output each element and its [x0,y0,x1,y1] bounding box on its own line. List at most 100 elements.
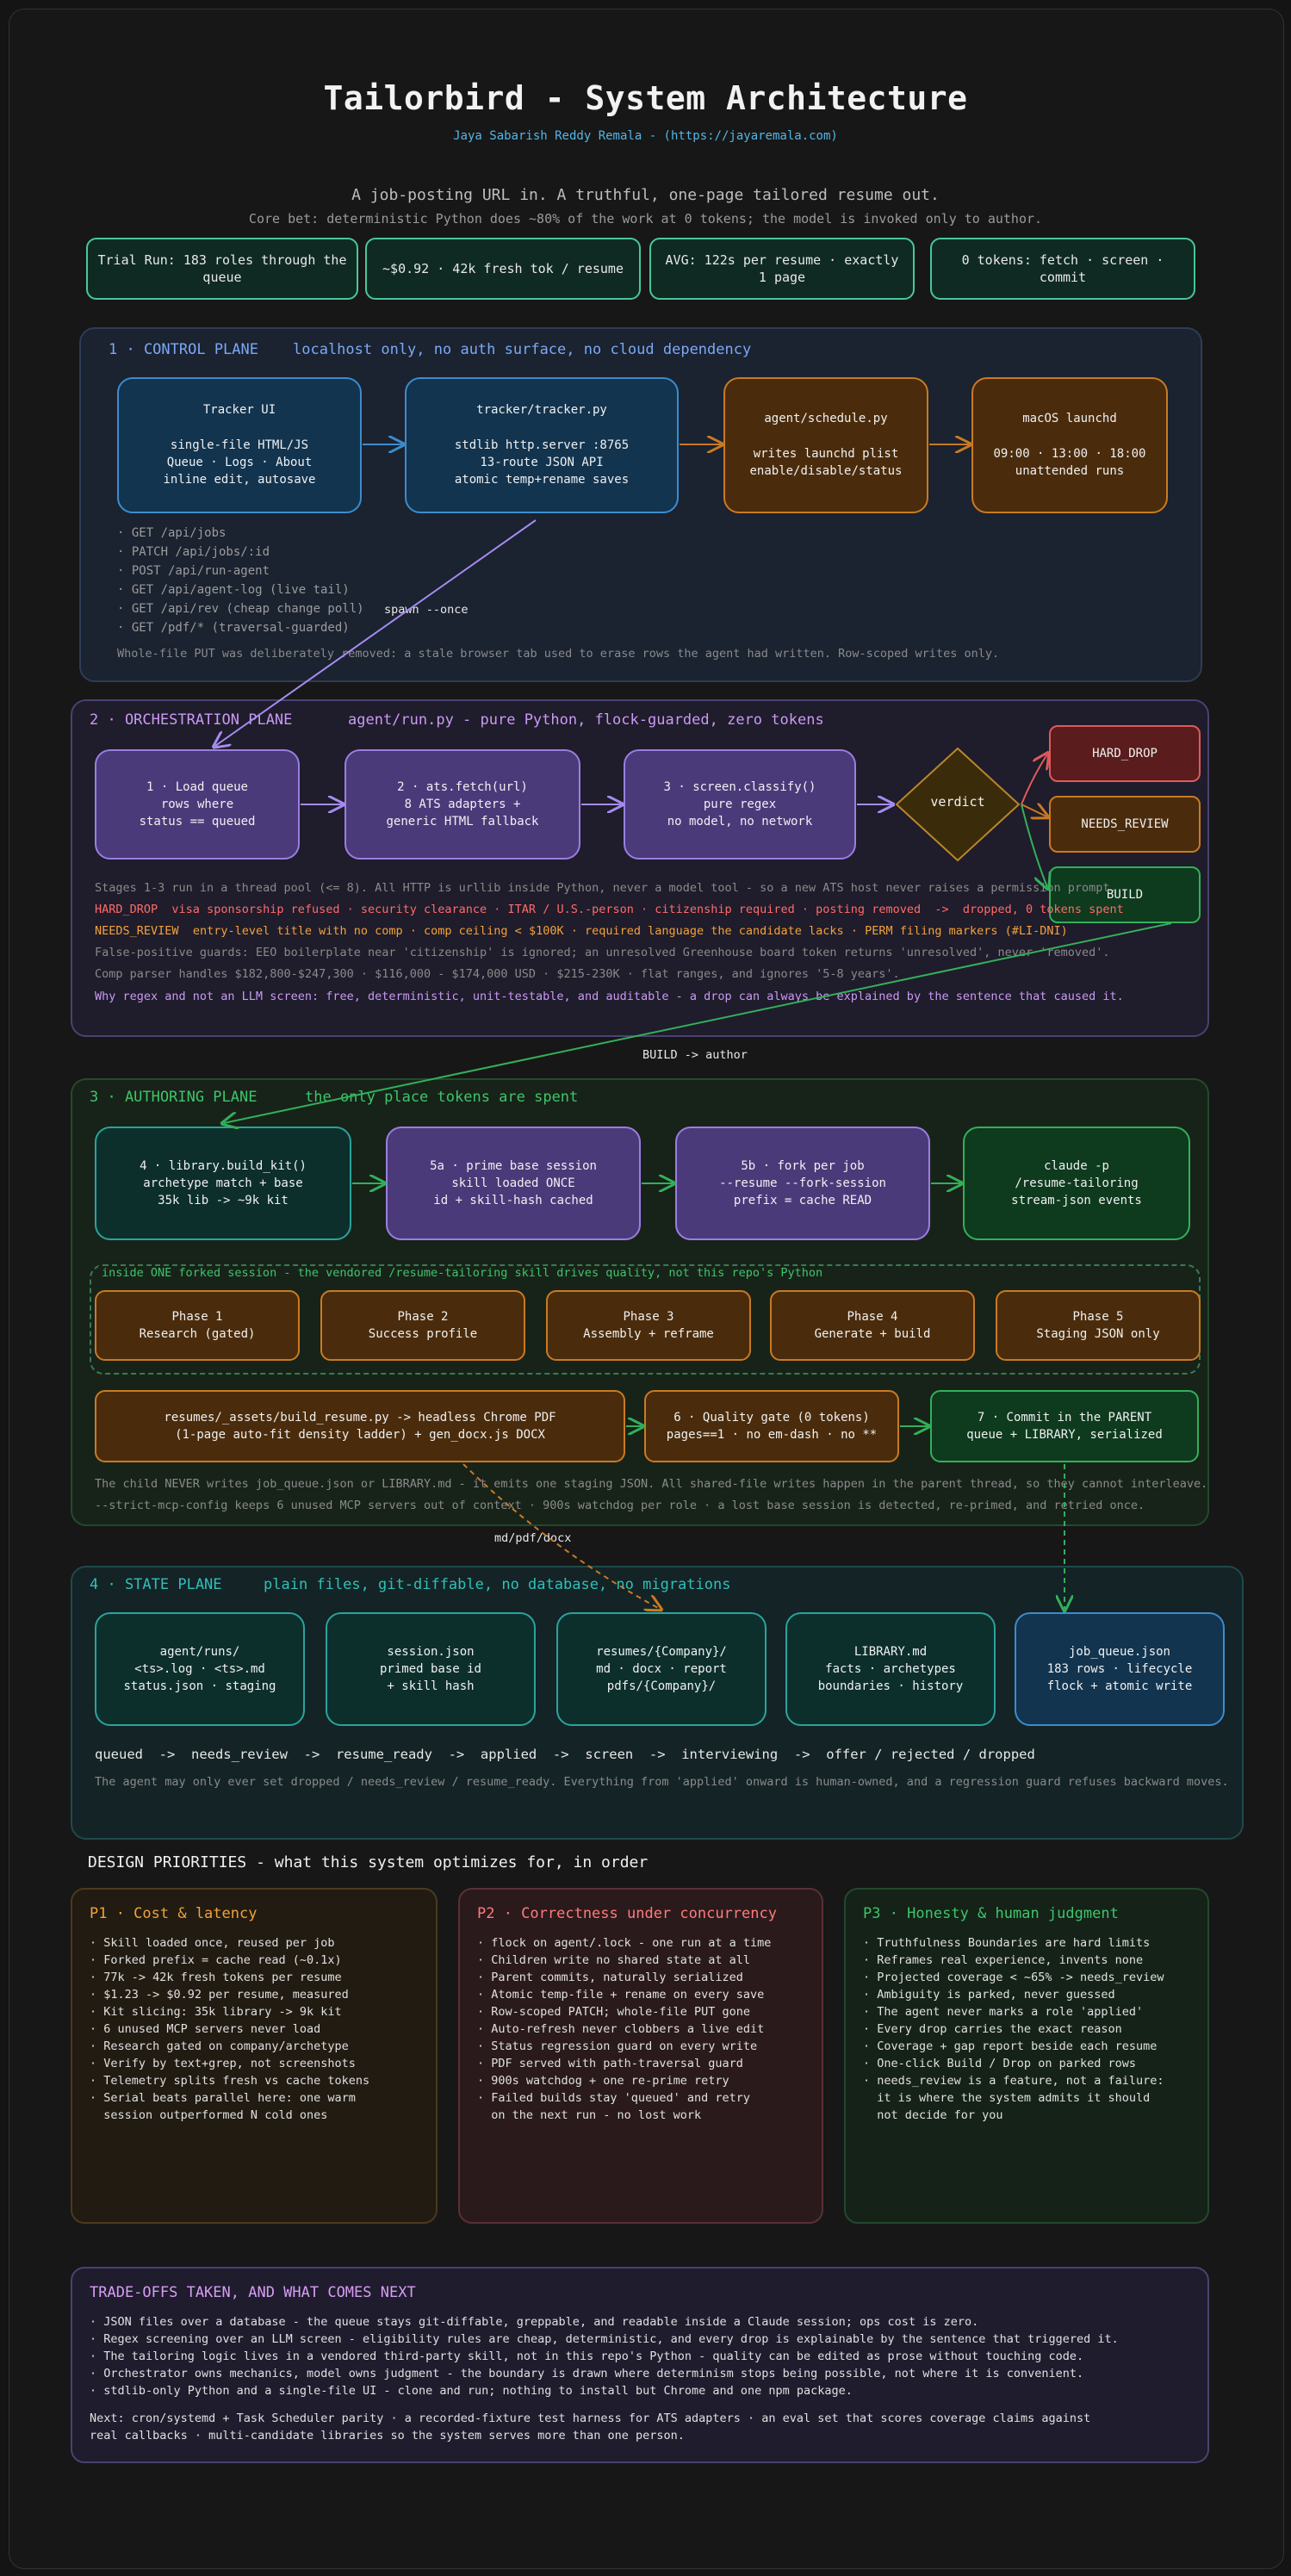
node-line: inline edit, autosave [163,473,316,487]
phase-sub: Success profile [368,1327,478,1341]
node-line: LIBRARY.md [853,1644,928,1659]
api-route: · GET /api/jobs [117,526,227,540]
list-item: · Verify by text+grep, not screenshots [90,2057,356,2070]
hard-drop-note: HARD_DROP visa sponsorship refused · sec… [95,900,1124,919]
api-route: · GET /api/rev (cheap change poll) [117,602,364,616]
design-priorities-heading: DESIGN PRIORITIES - what this system opt… [88,1853,649,1871]
phase-2-node: Phase 2 Success profile [320,1290,525,1361]
next-steps-line: Next: cron/systemd + Task Scheduler pari… [90,2412,1091,2425]
thread-pool-note: Stages 1-3 run in a thread pool (<= 8). … [95,881,1117,895]
list-item: · Forked prefix = cache read (~0.1x) [90,1953,342,1967]
state-plane-heading: 4 · STATE PLANE [90,1576,222,1593]
resumes-folder-node: resumes/{Company}/ md · docx · report pd… [556,1612,767,1726]
author-link[interactable]: Jaya Sabarish Reddy Remala - (https://ja… [453,129,838,143]
list-item: · Parent commits, naturally serialized [477,1971,743,1984]
node-line: 6 · Quality gate (0 tokens) [673,1410,870,1425]
core-bet: Core bet: deterministic Python does ~80%… [248,211,1043,227]
build-kit-node: 4 · library.build_kit() archetype match … [95,1127,351,1240]
list-item: · Row-scoped PATCH; whole-file PUT gone [477,2005,750,2019]
false-positive-note: False-positive guards: EEO boilerplate n… [95,946,1110,959]
stat-trial-run: Trial Run: 183 roles through the queue [86,238,358,300]
authoring-plane-heading: 3 · AUTHORING PLANE [90,1089,258,1106]
node-line: md · docx · report [596,1661,727,1676]
needs-review-outcome: NEEDS_REVIEW [1049,796,1201,853]
list-item: · Failed builds stay 'queued' and retry [477,2091,750,2105]
needs-review-note: NEEDS_REVIEW entry-level title with no c… [95,922,1068,940]
node-line: + skill hash [387,1679,475,1694]
orchestration-plane-heading: 2 · ORCHESTRATION PLANE [90,711,293,729]
api-route: · POST /api/run-agent [117,564,270,578]
priority-p3-list: · Truthfulness Boundaries are hard limit… [863,1934,1190,2124]
list-item: · Telemetry splits fresh vs cache tokens [90,2074,370,2088]
api-route: · GET /api/agent-log (live tail) [117,583,350,597]
session-json-node: session.json primed base id + skill hash [326,1612,536,1726]
arrow-verdict-needs-review [1021,804,1046,816]
node-title: 4 · library.build_kit() [140,1158,307,1173]
state-plane-note: The agent may only ever set dropped / ne… [95,1775,1229,1789]
tradeoff-item: · JSON files over a database - the queue… [90,2315,979,2329]
node-title: macOS launchd [1022,412,1117,426]
claude-p-node: claude -p /resume-tailoring stream-json … [963,1127,1190,1240]
hard-drop-text: visa sponsorship refused · security clea… [171,903,1124,916]
lifecycle-line: queued -> needs_review -> resume_ready -… [95,1747,1035,1762]
list-item: · Status regression guard on every write [477,2039,758,2053]
job-queue-node: job_queue.json 183 rows · lifecycle floc… [1015,1612,1225,1726]
stat-zero-tokens: 0 tokens: fetch · screen · commit [930,238,1195,300]
arrow-verdict-hard-drop [1021,754,1047,805]
node-line: rows where [160,797,234,811]
list-item: · $1.23 -> $0.92 per resume, measured [90,1988,349,2002]
priority-p3-title: P3 · Honesty & human judgment [863,1905,1119,1922]
load-queue-node: 1 · Load queue rows where status == queu… [95,749,300,860]
node-line: 13-route JSON API [480,456,604,470]
node-line: writes launchd plist [753,447,899,461]
build-author-label: BUILD -> author [642,1048,748,1062]
node-title: agent/schedule.py [764,412,888,426]
state-plane-subheading: plain files, git-diffable, no database, … [264,1576,731,1593]
needs-review-label: NEEDS_REVIEW [95,924,179,938]
node-line: job_queue.json [1068,1644,1170,1659]
priority-p1-card: P1 · Cost & latency · Skill loaded once,… [71,1888,438,2224]
library-md-node: LIBRARY.md facts · archetypes boundaries… [785,1612,996,1726]
tracker-py-node: tracker/tracker.py stdlib http.server :8… [405,377,679,513]
priority-p2-list: · flock on agent/.lock - one run at a ti… [477,1934,804,2124]
next-steps-line: real callbacks · multi-candidate librari… [90,2429,685,2443]
node-line: facts · archetypes [825,1661,956,1676]
node-line: boundaries · history [817,1679,964,1694]
phase-1-node: Phase 1 Research (gated) [95,1290,300,1361]
tracker-ui-node: Tracker UI single-file HTML/JS Queue · L… [117,377,362,513]
node-title: 5b · fork per job [741,1158,865,1173]
node-title: Tracker UI [202,403,276,418]
quality-gate-node: 6 · Quality gate (0 tokens) pages==1 · n… [644,1390,899,1462]
phase-title: Phase 2 [397,1309,449,1324]
node-line: id + skill-hash cached [433,1194,593,1208]
node-line: status.json · staging [123,1679,276,1694]
node-line: skill loaded ONCE [451,1176,575,1190]
comp-parser-note: Comp parser handles $182,800-$247,300 · … [95,967,900,981]
orchestration-plane-subheading: agent/run.py - pure Python, flock-guarde… [348,711,824,729]
node-line: no model, no network [667,815,813,829]
screen-classify-node: 3 · screen.classify() pure regex no mode… [624,749,856,860]
node-line: pdfs/{Company}/ [606,1679,717,1694]
control-plane-heading: 1 · CONTROL PLANE [109,341,258,358]
phase-5-node: Phase 5 Staging JSON only [996,1290,1201,1361]
authoring-plane-subheading: the only place tokens are spent [305,1089,579,1106]
tradeoff-item: · Regex screening over an LLM screen - e… [90,2332,1119,2346]
why-regex-note: Why regex and not an LLM screen: free, d… [95,990,1124,1003]
arrow-verdict-build [1021,804,1047,887]
node-line: Queue · Logs · About [166,456,313,470]
node-title: 3 · screen.classify() [663,779,816,794]
list-item: · Reframes real experience, invents none [863,1953,1144,1967]
ats-fetch-node: 2 · ats.fetch(url) 8 ATS adapters + gene… [344,749,580,860]
fork-per-job-node: 5b · fork per job --resume --fork-sessio… [675,1127,930,1240]
list-item: · 900s watchdog + one re-prime retry [477,2074,729,2088]
list-item: · needs_review is a feature, not a failu… [863,2074,1164,2088]
node-line: primed base id [379,1661,481,1676]
list-item: · The agent never marks a role 'applied' [863,2005,1144,2019]
tradeoff-item: · stdlib-only Python and a single-file U… [90,2384,853,2398]
node-line: 35k lib -> ~9k kit [158,1194,289,1208]
list-item: · Research gated on company/archetype [90,2039,349,2053]
node-line: 183 rows · lifecycle [1046,1661,1193,1676]
list-item: · flock on agent/.lock - one run at a ti… [477,1936,772,1950]
node-line: resumes/_assets/build_resume.py -> headl… [164,1410,556,1425]
